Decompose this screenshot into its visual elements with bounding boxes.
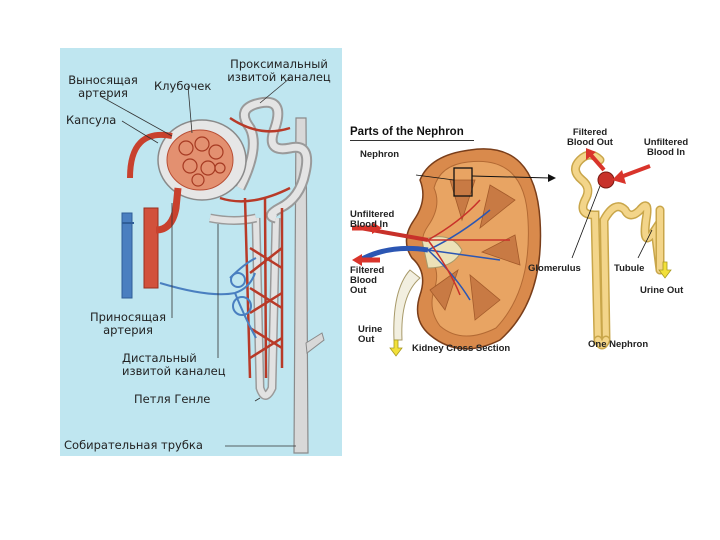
label-urine-out-left-line1: Urine — [358, 324, 383, 335]
label-unfiltered-in-right-line1: Unfiltered — [643, 137, 689, 148]
label-efferent-artery-line1: Выносящая — [68, 73, 138, 87]
label-capsule: Капсула — [66, 113, 117, 127]
label-distal-line1: Дистальный — [122, 351, 197, 365]
label-afferent-line2: артерия — [103, 323, 153, 337]
label-filtered-out-right-line2: Blood Out — [567, 137, 613, 148]
label-proximal-line2: извитой каналец — [227, 70, 331, 84]
label-nephron: Nephron — [360, 149, 400, 160]
collecting-duct-branch — [305, 332, 325, 354]
arrow-urine-out-left — [389, 339, 403, 357]
ureter — [393, 269, 421, 341]
nephron-highlight-box — [453, 167, 473, 197]
renal-vein-right — [358, 245, 429, 263]
capillaries — [219, 116, 291, 379]
label-filtered-out-right: Filtered Blood Out — [558, 128, 622, 148]
label-urine-out-left: Urine Out — [358, 325, 382, 345]
label-kidney-cross-section: Kidney Cross Section — [412, 343, 511, 354]
glomerulus-tuft — [166, 129, 234, 191]
label-filtered-out-right-line1: Filtered — [572, 127, 608, 138]
leader-lines — [99, 77, 296, 447]
label-loop-of-henle: Петля Генле — [134, 392, 211, 406]
renal-pyramids — [429, 179, 521, 321]
label-glomerulus: Клубочек — [154, 79, 212, 93]
label-afferent-line1: Приносящая — [89, 310, 166, 324]
venous-network — [159, 257, 257, 339]
label-one-nephron: One Nephron — [588, 339, 649, 350]
label-filtered-out-left-line2: Blood — [350, 275, 377, 286]
label-unfiltered-in-left-line2: Blood In — [350, 219, 388, 230]
afferent-artery — [155, 187, 182, 234]
label-proximal-tubule: Проксимальный извитой каналец — [220, 58, 338, 84]
label-tubule: Tubule — [614, 263, 645, 274]
label-unfiltered-in-right: Unfiltered Blood In — [636, 138, 696, 158]
label-filtered-out-left-line1: Filtered — [350, 265, 385, 276]
label-distal-line2: извитой каналец — [122, 364, 226, 378]
label-unfiltered-in-left-line1: Unfiltered — [350, 209, 395, 220]
label-filtered-out-left-line3: Out — [350, 285, 367, 296]
title-underline — [350, 140, 474, 141]
diagram-title: Parts of the Nephron — [350, 126, 464, 138]
arrow-filtered-out-right — [588, 152, 606, 172]
label-urine-out-right: Urine Out — [640, 285, 684, 296]
label-distal-tubule: Дистальный извитой каналец — [122, 352, 226, 378]
renal-artery — [143, 207, 159, 289]
label-unfiltered-in-left: Unfiltered Blood In — [350, 210, 394, 230]
label-afferent-artery: Приносящая артерия — [80, 311, 176, 337]
label-filtered-out-left: Filtered Blood Out — [350, 266, 384, 296]
label-urine-out-left-line2: Out — [358, 334, 375, 345]
nephron-illustration — [99, 77, 325, 454]
label-proximal-line1: Проксимальный — [230, 57, 328, 71]
label-efferent-artery: Выносящая артерия — [60, 74, 146, 100]
collecting-duct — [293, 117, 309, 454]
right-leader-lines — [415, 174, 653, 259]
arrow-urine-out-right — [658, 261, 672, 279]
kidney-illustration — [352, 148, 672, 357]
single-nephron — [571, 150, 665, 350]
efferent-artery — [127, 131, 173, 179]
label-glomerulus-right: Glomerulus — [528, 263, 581, 274]
label-collecting-duct: Собирательная трубка — [64, 438, 203, 452]
glomerulus-ball — [597, 171, 615, 189]
renal-vein — [121, 212, 133, 299]
label-efferent-artery-line2: артерия — [78, 86, 128, 100]
label-unfiltered-in-right-line2: Blood In — [647, 147, 685, 158]
